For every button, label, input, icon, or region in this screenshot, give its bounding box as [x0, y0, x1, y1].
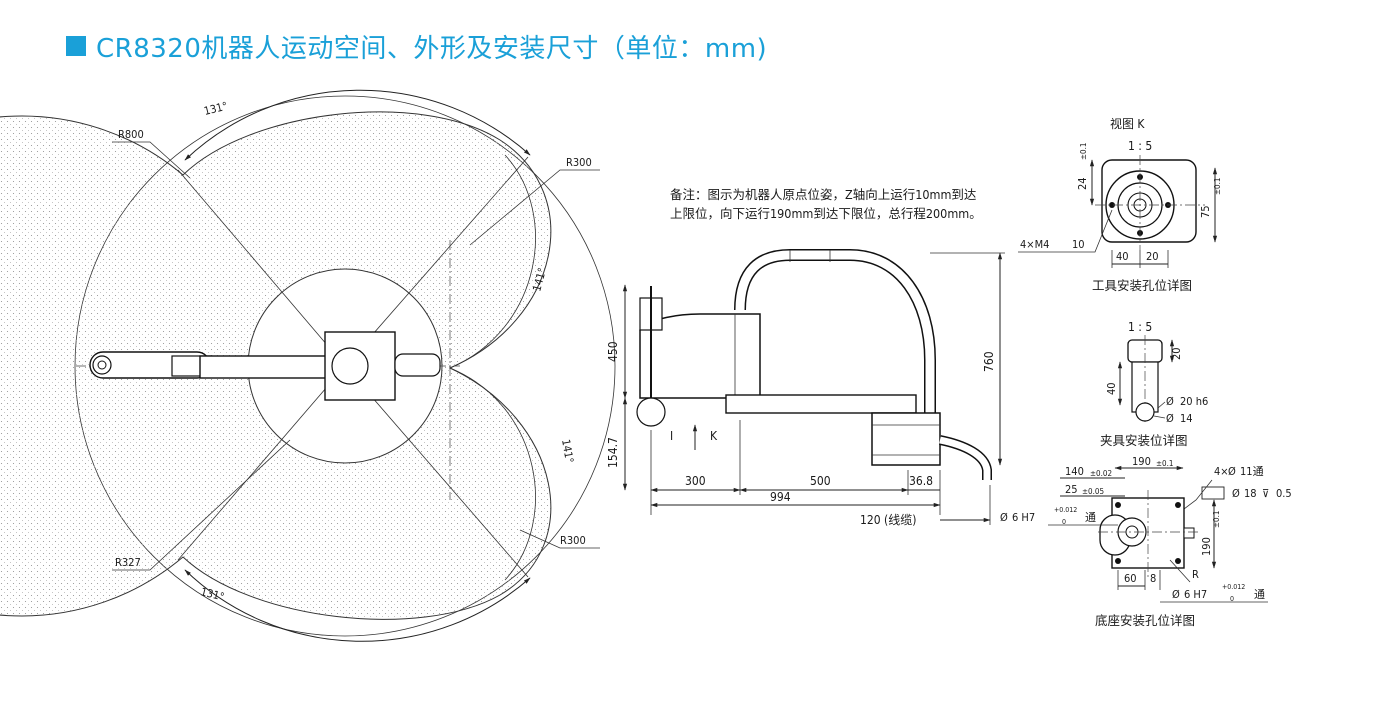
tool-dim-24: 24: [1076, 177, 1089, 190]
base-hole-dia: 11通: [1240, 465, 1264, 478]
tool-mounting-detail: 视图 K 1 : 5 24 ±0.1 75 ±0.1 4×M4 10 40 20…: [1018, 116, 1222, 293]
clamp-bore-symbol: Ø: [1166, 412, 1174, 425]
tool-hole-depth: 10: [1072, 238, 1085, 251]
base-thru-bottom: 通: [1254, 588, 1265, 601]
radius-r800-label: R800: [118, 128, 144, 141]
base-fit-lower-left: 0: [1062, 518, 1066, 526]
base-dim-190-side: 190: [1200, 537, 1213, 556]
base-tol-190-top: ±0.1: [1156, 459, 1173, 468]
tool-holes-label: 4×M4: [1020, 238, 1049, 251]
title-square-icon: [66, 36, 86, 56]
dim-154-label: 154.7: [606, 437, 620, 468]
base-pin-left: 6 H7: [1012, 511, 1035, 524]
base-pin-bottom-symbol: Ø: [1172, 588, 1180, 601]
base-cbore-dia: 18: [1244, 487, 1257, 500]
base-dim-25: 25: [1065, 483, 1078, 496]
angle-label-right-bottom: 141°: [559, 438, 576, 464]
base-pin-bottom: 6 H7: [1184, 588, 1207, 601]
base-detail-caption: 底座安装孔位详图: [1095, 613, 1195, 628]
base-cbore-depth: 0.5: [1276, 487, 1292, 500]
base-dim-60: 60: [1124, 572, 1137, 585]
tool-detail-caption: 工具安装孔位详图: [1092, 278, 1192, 293]
base-hole-dia-symbol: Ø: [1228, 465, 1236, 478]
tool-tol-24: ±0.1: [1079, 143, 1088, 160]
clamp-mounting-detail: 1 : 5 20 40 Ø 20 h6 Ø 14 夹具安装位详图: [1100, 320, 1208, 448]
dim-500-label: 500: [810, 474, 831, 488]
dim-994-label: 994: [770, 490, 791, 504]
base-tol-25: ±0.05: [1082, 487, 1104, 496]
dim-760-label: 760: [982, 351, 996, 372]
scara-arm-top-view: [89, 331, 441, 401]
base-dim-8: 8: [1150, 572, 1156, 585]
base-radius-label: R: [1192, 568, 1199, 581]
base-tol-190-side: ±0.1: [1212, 511, 1221, 528]
base-dim-140: 140: [1065, 465, 1084, 478]
clamp-bore-dim: 14: [1180, 412, 1193, 425]
clamp-dim-20: 20: [1170, 347, 1183, 360]
base-mounting-detail: 140 ±0.02 190 ±0.1 25 ±0.05 4× Ø 11通 Ø 1…: [1000, 455, 1292, 628]
angle-label-bottom: 131°: [199, 585, 225, 603]
tool-dim-75: 75: [1199, 205, 1212, 218]
workspace-diagram: 131° 131° 141° 141° R800 R300 R300 R327: [0, 89, 616, 642]
base-dim-190-top: 190: [1132, 455, 1151, 468]
side-view-note-line2: 上限位，向下运行190mm到达下限位，总行程200mm。: [670, 206, 982, 221]
dim-36-label: 36.8: [909, 474, 933, 488]
page-title: CR8320机器人运动空间、外形及安装尺寸（单位：mm): [66, 28, 767, 64]
base-tol-140: ±0.02: [1090, 469, 1112, 478]
base-cbore-depth-symbol: ⊽: [1262, 487, 1269, 500]
side-view-diagram: 备注：图示为机器人原点位姿，Z轴向上运行10mm到达 上限位，向下运行190mm…: [606, 187, 1005, 527]
tool-detail-scale: 1 : 5: [1128, 139, 1152, 153]
tool-dim-20: 20: [1146, 250, 1159, 263]
base-cbore-symbol: Ø: [1232, 487, 1240, 500]
base-holes-label: 4×: [1214, 465, 1229, 478]
title-text: CR8320机器人运动空间、外形及安装尺寸（单位：mm): [96, 33, 768, 64]
clamp-detail-scale: 1 : 5: [1128, 320, 1152, 334]
dim-120-label: 120 (线缆): [860, 513, 916, 527]
clamp-shaft-symbol: Ø: [1166, 395, 1174, 408]
clamp-detail-caption: 夹具安装位详图: [1100, 433, 1188, 448]
tool-tol-75: ±0.1: [1213, 178, 1222, 195]
dim-450-label: 450: [606, 341, 620, 362]
base-fit-lower-bottom: 0: [1230, 595, 1234, 603]
base-thru-left: 通: [1085, 511, 1096, 524]
clamp-shaft-dim: 20 h6: [1180, 395, 1208, 408]
side-view-note-line1: 备注：图示为机器人原点位姿，Z轴向上运行10mm到达: [670, 187, 977, 202]
angle-label-top: 131°: [203, 100, 229, 118]
detail-i-label: I: [670, 429, 673, 443]
radius-r327-label: R327: [115, 556, 141, 569]
tool-detail-title: 视图 K: [1110, 116, 1145, 131]
view-k-label: K: [710, 429, 718, 443]
angle-label-right-top: 141°: [530, 266, 549, 292]
tool-dim-40: 40: [1116, 250, 1129, 263]
base-fit-upper-bottom: +0.012: [1222, 583, 1245, 591]
clamp-dim-40: 40: [1105, 382, 1118, 395]
radius-r300-top-label: R300: [566, 156, 592, 169]
base-pin-left-symbol: Ø: [1000, 511, 1008, 524]
radius-r300-bottom-label: R300: [560, 534, 586, 547]
dim-300-label: 300: [685, 474, 706, 488]
base-fit-upper-left: +0.012: [1054, 506, 1077, 514]
